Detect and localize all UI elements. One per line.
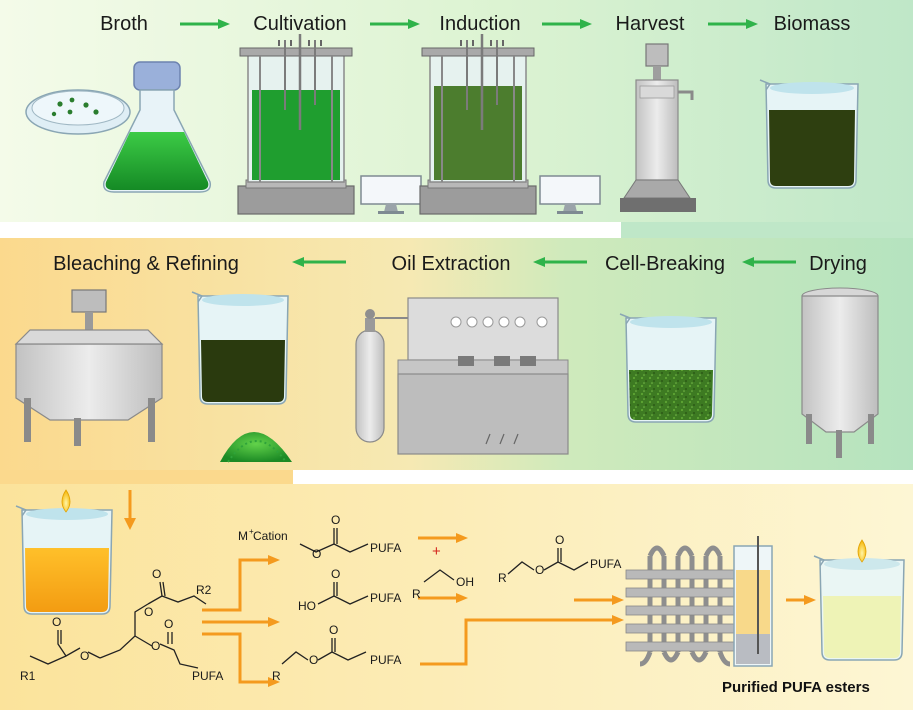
arrow-right-icon	[456, 533, 816, 625]
arrow-right-icon	[708, 19, 758, 29]
arrow-left-icon	[292, 257, 346, 267]
step-biomass: Biomass	[774, 13, 851, 35]
separation-column-icon	[733, 536, 773, 667]
chem-plus-sign: +	[432, 543, 441, 560]
arrow-left-icon	[742, 257, 796, 267]
panel-extraction-tail	[0, 470, 293, 484]
branch-arrows	[202, 558, 270, 684]
bioreactor-cultivation-icon	[237, 34, 355, 215]
chem-o: O	[312, 547, 321, 561]
chem-o: O	[152, 567, 161, 581]
chem-r2: R2	[196, 583, 212, 597]
algae-powder-pile-icon	[220, 432, 292, 463]
step-drying: Drying	[809, 253, 867, 275]
arrow-right-icon	[370, 19, 420, 29]
chem-r: R	[412, 587, 421, 601]
extraction-machine-icon	[397, 297, 569, 455]
step-harvest: Harvest	[616, 13, 685, 35]
chem-pufa: PUFA	[370, 541, 401, 555]
chem-o: O	[80, 649, 89, 663]
beaker-biomass-icon	[759, 79, 859, 189]
chem-o: O	[555, 533, 564, 547]
drying-tower-icon	[801, 287, 879, 458]
arrow-right-icon	[542, 19, 592, 29]
chem-ho: HO	[298, 599, 316, 613]
step-cultivation: Cultivation	[253, 13, 346, 35]
chem-r1: R1	[20, 669, 36, 683]
beaker-purified-esters-icon	[813, 555, 905, 661]
pufa-acid-structure	[317, 582, 369, 605]
chem-cation-m: M	[238, 529, 248, 543]
alcohol-structure	[423, 569, 455, 583]
chem-cation-word: Cation	[253, 529, 288, 543]
chem-o: O	[309, 653, 318, 667]
chem-o: O	[329, 623, 338, 637]
monitor-icon	[539, 175, 601, 214]
step-induction: Induction	[439, 13, 520, 35]
flame-icon	[61, 489, 71, 513]
mixing-tank-icon	[14, 289, 164, 446]
chem-pufa: PUFA	[370, 591, 401, 605]
coil-reactor-icon	[625, 545, 735, 667]
chem-pufa: PUFA	[192, 669, 223, 683]
top-arrows	[180, 19, 758, 29]
arrow-right-icon	[268, 555, 280, 687]
chem-cation-charge: +	[249, 527, 254, 536]
step-oil-extraction: Oil Extraction	[392, 253, 511, 275]
chem-o: O	[331, 567, 340, 581]
petri-dish-icon	[25, 89, 131, 135]
panel-upstream-tail	[621, 222, 913, 238]
pufa-ester-structure	[281, 638, 367, 665]
centrifuge-icon	[620, 43, 696, 212]
product-ester-structure	[507, 548, 589, 575]
reaction-arrows	[418, 536, 806, 666]
chem-r: R	[498, 571, 507, 585]
chem-o: O	[164, 617, 173, 631]
beaker-refined-oil-icon	[191, 291, 289, 405]
gas-cylinder-icon	[355, 309, 408, 443]
chem-o: O	[331, 513, 340, 527]
arrow-down-icon	[124, 490, 136, 530]
arrow-right-icon	[180, 19, 230, 29]
erlenmeyer-flask-icon	[102, 61, 212, 193]
middle-arrows	[292, 257, 796, 267]
chem-o: O	[144, 605, 153, 619]
chem-o: O	[52, 615, 61, 629]
beaker-crude-oil-icon	[15, 505, 113, 615]
step-cell-breaking: Cell-Breaking	[605, 253, 725, 275]
arrow-left-icon	[533, 257, 587, 267]
flame-icon	[857, 539, 867, 563]
pufa-salt-structure	[299, 528, 369, 553]
triglyceride-structure	[29, 581, 207, 669]
chem-o: O	[535, 563, 544, 577]
chem-oh: OH	[456, 575, 474, 589]
step-broth: Broth	[100, 13, 148, 35]
step-bleaching-refining: Bleaching & Refining	[53, 253, 239, 275]
chem-pufa: PUFA	[590, 557, 621, 571]
final-product-label: Purified PUFA esters	[722, 679, 870, 696]
beaker-cell-breaking-icon	[619, 313, 717, 423]
bioreactor-induction-icon	[419, 34, 537, 215]
chem-r: R	[272, 669, 281, 683]
chem-o: O	[151, 639, 160, 653]
chem-pufa: PUFA	[370, 653, 401, 667]
